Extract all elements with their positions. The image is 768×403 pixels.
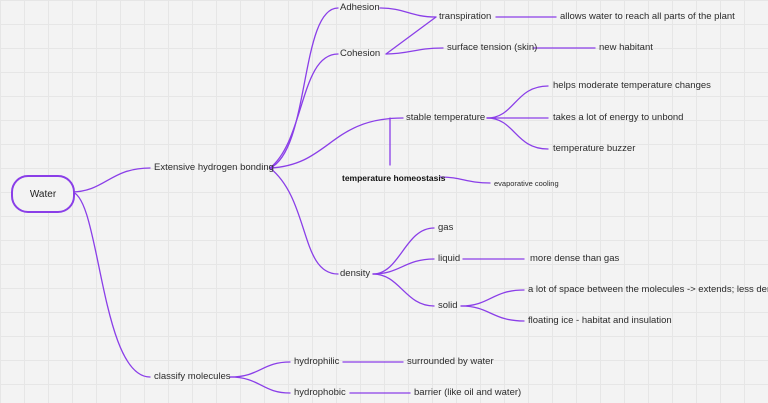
node-hydrophobic[interactable]: hydrophobic: [294, 387, 346, 398]
node-barrier[interactable]: barrier (like oil and water): [414, 387, 522, 398]
node-density[interactable]: density: [340, 268, 371, 279]
connector-classify-hydrophilic: [229, 361, 291, 378]
node-solid[interactable]: solid: [438, 300, 458, 311]
node-surrounded-water[interactable]: surrounded by water: [407, 356, 494, 367]
node-transpiration[interactable]: transpiration: [439, 11, 492, 22]
connector-root-hbond: [70, 167, 151, 193]
node-more-dense[interactable]: more dense than gas: [530, 253, 620, 264]
root-node-water[interactable]: Water: [11, 175, 75, 213]
node-surface-tension[interactable]: surface tension (skin): [447, 42, 538, 53]
root-label: Water: [29, 188, 57, 200]
node-allows-water[interactable]: allows water to reach all parts of the p…: [560, 11, 735, 22]
node-gas[interactable]: gas: [438, 222, 454, 233]
node-stable-temperature[interactable]: stable temperature: [406, 112, 486, 123]
node-hydrogen-bonding[interactable]: Extensive hydrogen bonding: [154, 162, 274, 173]
connector-density-solid: [372, 273, 435, 307]
node-temp-homeostasis[interactable]: temperature homeostasis: [342, 173, 446, 183]
node-floating-ice[interactable]: floating ice - habitat and insulation: [528, 315, 672, 326]
connector-hbond-adhesion: [269, 7, 339, 169]
connector-cohesion-transpiration: [385, 16, 437, 55]
node-temp-buzzer[interactable]: temperature buzzer: [553, 143, 636, 154]
node-adhesion[interactable]: Adhesion: [340, 2, 380, 13]
node-hydrophilic[interactable]: hydrophilic: [294, 356, 340, 367]
connector-density-liquid: [372, 258, 435, 275]
connector-classify-hydrophobic: [229, 376, 291, 394]
node-new-habitant[interactable]: new habitant: [599, 42, 653, 53]
node-liquid[interactable]: liquid: [438, 253, 461, 264]
node-classify-molecules[interactable]: classify molecules: [154, 371, 231, 382]
connector-hbond-density: [269, 167, 339, 275]
node-moderate-temp[interactable]: helps moderate temperature changes: [553, 80, 711, 91]
connector-hbond-stable: [269, 117, 404, 169]
connector-density-gas: [372, 227, 435, 275]
connector-stable-moderate: [486, 85, 549, 119]
connector-cohesion-surface: [385, 47, 444, 55]
node-space-molecules[interactable]: a lot of space between the molecules -> …: [528, 284, 768, 295]
connector-root-classify: [70, 191, 151, 378]
connector-hbond-cohesion: [269, 53, 339, 169]
node-evaporative-cooling[interactable]: evaporative cooling: [494, 179, 559, 188]
node-cohesion[interactable]: Cohesion: [340, 48, 381, 59]
connector-adhesion-transpiration: [379, 7, 437, 18]
connector-homeo-evap: [439, 176, 491, 184]
connector-solid-space: [460, 289, 525, 307]
connector-stable-buzzer: [486, 117, 549, 150]
connector-solid-floating: [460, 305, 525, 322]
node-energy-unbond[interactable]: takes a lot of energy to unbond: [553, 112, 684, 123]
